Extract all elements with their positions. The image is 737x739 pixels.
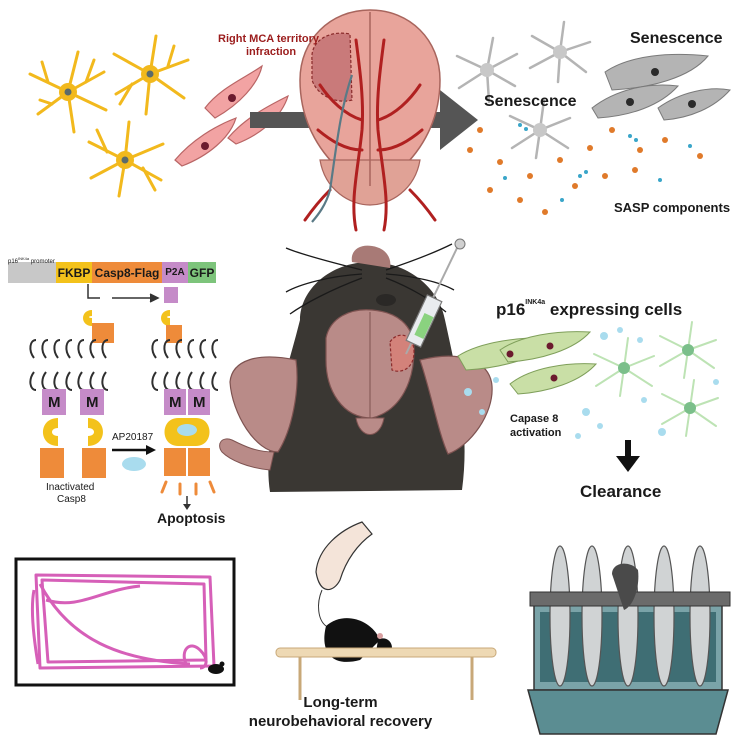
astrocyte-icon [28, 34, 190, 198]
arrow-down-icon [616, 440, 640, 472]
drug-arrow-icon [112, 445, 156, 471]
p16-prefix: p16 [496, 300, 526, 319]
cell-membrane-right [151, 339, 219, 391]
p2a-segment: P2A [165, 267, 185, 278]
mca-label-line2: infraction [246, 46, 297, 58]
senescent-astrocyte-icon [455, 20, 592, 160]
p16-sup: INK4a [525, 299, 546, 307]
mouse-head-icon [219, 243, 493, 492]
gfp-astrocyte-icon [593, 321, 719, 437]
promoter-label: p16INK4a promoter [8, 256, 55, 265]
hand-icon [315, 521, 373, 627]
p16-cells-label: p16INK4a expressing cells [496, 299, 683, 320]
m-label: M [48, 394, 61, 411]
gfp-segment: GFP [189, 265, 215, 280]
movement-track [30, 573, 216, 670]
recovery-line2-text: neurobehavioral recovery [248, 713, 433, 730]
drug-label: AP20187 [112, 432, 154, 443]
active-casp8-dimer-icon [160, 389, 216, 510]
senescent-fibroblast-icon [591, 53, 731, 121]
rotarod-icon [527, 545, 731, 735]
clearance-label: Clearance [580, 482, 662, 501]
mca-label-line1: Right MCA territory [218, 33, 320, 45]
promoter-word: promoter [30, 259, 55, 265]
fkbp-casp8-protein-icon [83, 310, 114, 343]
recovery-label-line2: neurobehavioral recovery [0, 713, 737, 730]
beam-icon [275, 647, 497, 700]
inactive-casp8-protein-icon [40, 389, 106, 478]
syringe-icon [405, 238, 466, 355]
recovery-line1-text: Long-term [303, 694, 378, 711]
apoptosis-label: Apoptosis [157, 510, 226, 526]
casp8flag-segment: Casp8-Flag [94, 265, 160, 280]
drug-dots [464, 327, 719, 439]
cell-membrane-left [29, 339, 109, 391]
capase-label-line1: Capase 8 [510, 413, 559, 425]
mouse-icon [208, 661, 225, 674]
brain-icon [299, 9, 441, 232]
promoter-gene: p16 [8, 259, 19, 265]
recovery-label-line1: Long-term [0, 694, 737, 711]
inactive-label-line1: Inactivated [46, 482, 95, 493]
promoter-sup: INK4a [18, 256, 30, 261]
sasp-label: SASP components [614, 200, 731, 215]
m-label: M [86, 394, 99, 411]
inactive-label-line2: Casp8 [57, 494, 86, 505]
m-label: M [193, 394, 206, 411]
senescence-label-left: Senescence [484, 93, 577, 110]
m-label: M [169, 394, 182, 411]
p16-suffix: expressing cells [549, 300, 683, 319]
construct-bar [8, 262, 216, 283]
senescence-label-right: Senescence [630, 30, 723, 47]
fusion-protein-icon [161, 287, 182, 343]
fkbp-segment: FKBP [57, 265, 91, 280]
capase-label-line2: activation [510, 427, 562, 439]
expression-arrow-icon [87, 284, 160, 303]
sasp-dots [467, 123, 703, 215]
